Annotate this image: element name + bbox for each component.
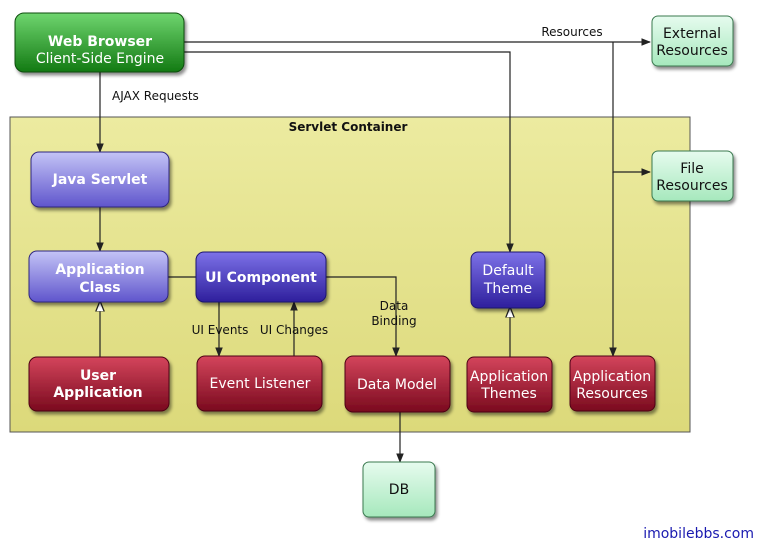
label-ui-changes: UI Changes xyxy=(260,323,328,337)
label-ui-events: UI Events xyxy=(192,323,249,337)
node-web-browser-title: Web Browser xyxy=(48,34,152,50)
node-application-themes-line1: Application xyxy=(470,369,548,385)
node-java-servlet: Java Servlet xyxy=(30,151,170,208)
node-application-resources: Application Resources xyxy=(569,355,656,412)
node-file-resources-line2: Resources xyxy=(656,178,728,194)
node-java-servlet-title: Java Servlet xyxy=(52,172,148,188)
label-data-binding-line2: Binding xyxy=(371,314,416,328)
label-data-binding-line1: Data xyxy=(380,299,409,313)
node-data-model-title: Data Model xyxy=(357,377,437,393)
watermark-text: imobilebbs.com xyxy=(643,526,754,542)
node-external-resources: External Resources xyxy=(651,15,734,67)
node-file-resources-line1: File xyxy=(680,161,703,177)
node-application-resources-line1: Application xyxy=(573,369,651,385)
node-default-theme-line2: Theme xyxy=(483,281,532,297)
node-application-class-line1: Application xyxy=(55,262,144,278)
node-application-resources-line2: Resources xyxy=(576,386,648,402)
node-external-resources-line2: Resources xyxy=(656,43,728,59)
servlet-container-title: Servlet Container xyxy=(289,120,408,134)
label-resources: Resources xyxy=(541,25,602,39)
node-application-class: Application Class xyxy=(28,250,169,303)
node-data-model: Data Model xyxy=(344,355,451,413)
node-db: DB xyxy=(362,461,436,518)
node-user-application: User Application xyxy=(28,356,170,412)
node-ui-component: UI Component xyxy=(195,251,327,303)
node-application-themes-line2: Themes xyxy=(480,386,537,402)
node-file-resources: File Resources xyxy=(651,150,734,202)
edges xyxy=(100,38,651,463)
edge-data-binding xyxy=(326,276,400,357)
label-ajax-requests: AJAX Requests xyxy=(112,89,199,103)
node-application-themes: Application Themes xyxy=(466,356,553,413)
node-web-browser: Web Browser Client-Side Engine xyxy=(14,12,185,73)
node-event-listener-title: Event Listener xyxy=(210,376,311,392)
node-default-theme-line1: Default xyxy=(482,263,534,279)
edge-browser-to-default-theme xyxy=(184,51,514,253)
node-ui-component-title: UI Component xyxy=(205,270,317,286)
node-application-class-line2: Class xyxy=(79,280,120,296)
node-default-theme: Default Theme xyxy=(470,251,546,309)
node-external-resources-line1: External xyxy=(663,26,721,42)
node-db-title: DB xyxy=(389,482,409,498)
node-user-application-line2: Application xyxy=(53,385,142,401)
node-user-application-line1: User xyxy=(80,368,116,384)
node-event-listener: Event Listener xyxy=(196,355,323,412)
node-web-browser-subtitle: Client-Side Engine xyxy=(36,51,164,67)
